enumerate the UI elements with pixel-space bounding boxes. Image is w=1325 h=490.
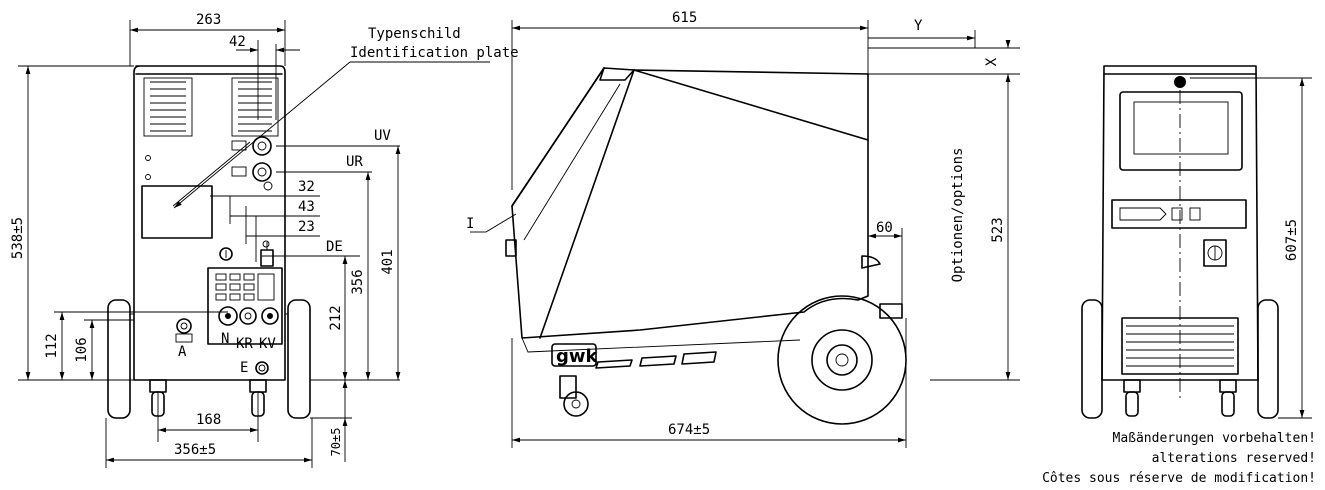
label-uv: UV xyxy=(374,128,391,144)
dim-x: X xyxy=(984,57,1000,66)
label-e: E xyxy=(240,360,248,376)
dim-43: 43 xyxy=(298,199,315,215)
rear-display xyxy=(1119,91,1243,171)
identification-plate xyxy=(141,185,213,239)
dim-538: 538±5 xyxy=(10,217,26,259)
label-n: N xyxy=(221,331,229,347)
dim-674: 674±5 xyxy=(668,422,710,438)
brand-logo: gwk xyxy=(556,346,599,367)
dim-112: 112 xyxy=(44,333,60,358)
connection-panel xyxy=(207,267,283,345)
side-body xyxy=(511,67,869,339)
side-view: gwk 615 Y X 523 Optionen/options 60 I 67… xyxy=(466,10,1020,448)
notes: Maßänderungen vorbehalten! alterations r… xyxy=(1042,431,1316,486)
type-plate-label-en: Identification plate xyxy=(350,45,519,61)
dim-263: 263 xyxy=(196,12,221,28)
dim-356-track: 356±5 xyxy=(174,442,216,458)
front-view: 263 42 Typenschild Identification plate … xyxy=(10,12,519,468)
label-kr: KR xyxy=(236,336,253,352)
side-wheel xyxy=(777,295,907,425)
dim-23: 23 xyxy=(298,219,315,235)
dim-212: 212 xyxy=(328,305,344,330)
dim-401: 401 xyxy=(380,249,396,274)
label-a: A xyxy=(178,344,187,360)
dim-607: 607±5 xyxy=(1284,219,1300,261)
dim-32: 32 xyxy=(298,179,315,195)
dim-42: 42 xyxy=(229,34,246,50)
dim-615: 615 xyxy=(672,10,697,26)
note-de: Maßänderungen vorbehalten! xyxy=(1113,431,1317,446)
dim-356-vertical: 356 xyxy=(350,269,366,294)
label-ur: UR xyxy=(346,154,363,170)
dim-523: 523 xyxy=(990,217,1006,242)
label-i: I xyxy=(466,216,474,232)
options-label: Optionen/options xyxy=(950,148,966,283)
dim-y: Y xyxy=(914,18,923,34)
dim-70: 70±5 xyxy=(329,428,343,457)
note-fr: Côtes sous réserve de modification! xyxy=(1042,471,1316,486)
label-kv: KV xyxy=(259,336,276,352)
dim-60: 60 xyxy=(876,220,893,236)
rear-view: 607±5 xyxy=(1081,65,1312,419)
label-de: DE xyxy=(326,239,343,255)
type-plate-label-de: Typenschild xyxy=(368,26,461,42)
dim-106: 106 xyxy=(74,337,90,362)
dim-168: 168 xyxy=(196,412,221,428)
note-en: alterations reserved! xyxy=(1152,451,1316,466)
